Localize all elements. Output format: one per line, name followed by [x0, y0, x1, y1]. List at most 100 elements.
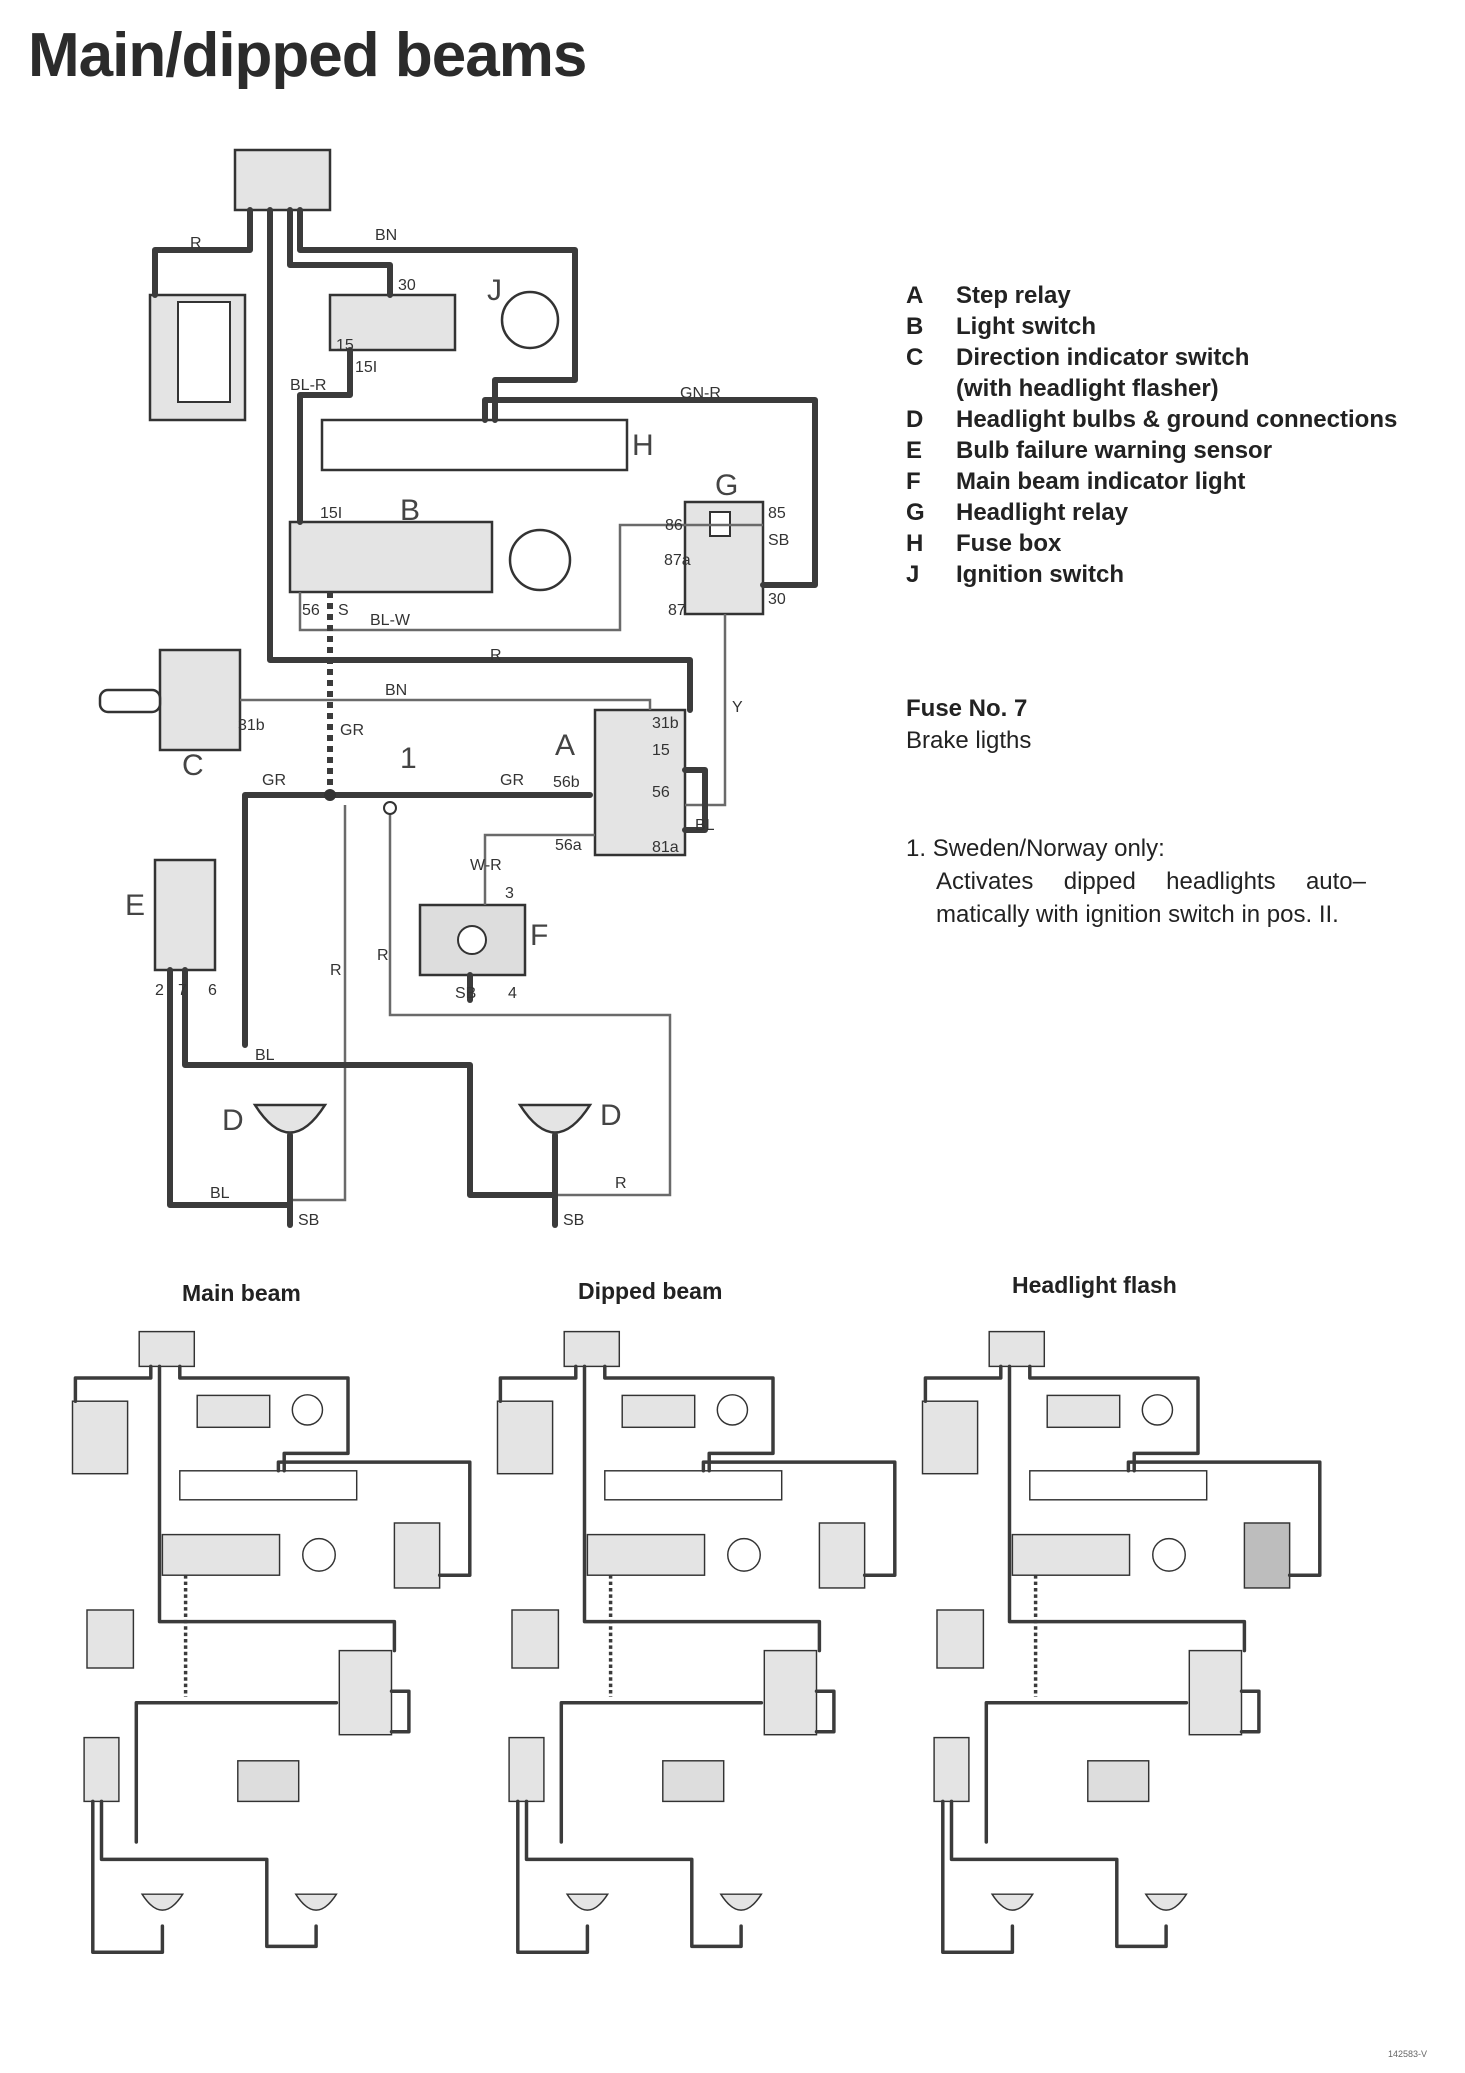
wire: [949, 1799, 1168, 1949]
terminal-label: 56b: [553, 774, 580, 791]
headlight-left: [990, 1893, 1035, 1911]
wire: [134, 1701, 339, 1844]
wire-label: SB: [298, 1212, 319, 1229]
battery: [496, 1400, 554, 1475]
light-switch-knob-icon: [727, 1537, 761, 1572]
step-relay: [1188, 1649, 1243, 1736]
subtitle-headlight-flash: Headlight flash: [1012, 1272, 1177, 1298]
headlight-relay: [393, 1522, 441, 1589]
terminal-label: S: [338, 602, 349, 619]
headlight-right: [719, 1893, 763, 1911]
legend-key: F: [906, 468, 921, 495]
wire: [1126, 1460, 1322, 1577]
wire-label: BL-W: [370, 612, 411, 629]
legend-text: Fuse box: [956, 530, 1062, 557]
light-switch-knob-icon: [302, 1537, 336, 1572]
fuse-note: Fuse No. 7 Brake ligths: [906, 693, 1031, 757]
dipped-beam-diagram: [496, 1330, 897, 1954]
wire-label: GR: [500, 772, 524, 789]
footnote-heading: Sweden/Norway only:: [932, 835, 1165, 862]
footnote-body: Activates dipped headlights auto– matica…: [936, 868, 1366, 928]
legend-key: C: [906, 344, 924, 371]
fuse-heading: Fuse No. 7: [906, 695, 1028, 722]
ignition-switch: [196, 1394, 271, 1429]
wire: [516, 1799, 590, 1954]
legend-text: Direction indicator switch: [956, 344, 1250, 371]
wire-label: Y: [732, 699, 743, 716]
terminal-label: 30: [398, 277, 416, 294]
wire: [73, 1364, 153, 1403]
component-letter: B: [400, 494, 420, 527]
terminal-label: 2: [155, 982, 164, 999]
terminal-label: 56: [652, 784, 670, 801]
wire-gr: [242, 792, 593, 1048]
indicator-bulb-icon: [457, 925, 487, 955]
main-beam-indicator: [662, 1760, 725, 1803]
light-switch: [161, 1533, 281, 1576]
ignition-lock-icon: [291, 1394, 324, 1426]
wire: [923, 1364, 1003, 1403]
fuse-box: [320, 418, 629, 472]
component-letter: D: [600, 1099, 622, 1132]
wire-r-right: [388, 805, 672, 1197]
subtitle-main-beam: Main beam: [182, 1280, 301, 1306]
wire-label: GN-R: [680, 385, 721, 402]
step-relay: [763, 1649, 818, 1736]
legend-key: H: [906, 530, 924, 557]
direction-indicator-switch: [86, 1609, 135, 1669]
wire-bl-w: [298, 523, 763, 632]
terminal-label: 3: [505, 885, 514, 902]
terminal-label: 15I: [320, 505, 342, 522]
legend-text: Headlight relay: [956, 499, 1129, 526]
wire: [99, 1799, 318, 1949]
legend-text: Bulb failure warning sensor: [956, 437, 1273, 464]
battery-cell: [177, 301, 231, 403]
terminal-label: 15I: [355, 359, 377, 376]
component-letter: D: [222, 1104, 244, 1137]
wire-bl-left: [167, 967, 293, 1208]
headlight-right: [517, 1103, 593, 1134]
ignition-switch: [1046, 1394, 1121, 1429]
junction-dot: [383, 801, 397, 815]
wire-label: GR: [340, 722, 364, 739]
wire: [941, 1799, 1015, 1954]
headlight-right: [294, 1893, 338, 1911]
bulb-failure-sensor: [83, 1736, 120, 1803]
component-letter: E: [125, 889, 145, 922]
wire-label: SB: [455, 985, 476, 1002]
terminal-label: 85: [768, 505, 786, 522]
ignition-lock-icon: [500, 290, 560, 350]
wire: [157, 1364, 397, 1653]
fuse-box: [179, 1470, 358, 1501]
ignition-switch: [621, 1394, 696, 1429]
wire: [524, 1799, 743, 1949]
component-letter: H: [632, 429, 654, 462]
wire-r-left: [288, 805, 347, 1202]
battery: [71, 1400, 129, 1475]
wire-label: BL-R: [290, 377, 326, 394]
wire-label: SB: [563, 1212, 584, 1229]
terminal-label: 30: [768, 591, 786, 608]
wire-label: R: [330, 962, 342, 979]
wire: [701, 1460, 897, 1577]
headlight-relay: [1243, 1522, 1291, 1589]
bulb-failure-sensor: [153, 858, 217, 972]
terminal-label: 86: [665, 517, 683, 534]
footnote-number: 1.: [906, 835, 927, 862]
legend-key: G: [906, 499, 925, 526]
terminal-label: 15: [652, 742, 670, 759]
wire: [1239, 1689, 1261, 1734]
component-letter: A: [555, 729, 575, 762]
legend-item: (with headlight flasher): [906, 373, 1397, 404]
wire: [559, 1701, 764, 1844]
wire-bn-indicator: [240, 698, 652, 710]
main-beam-indicator: [237, 1760, 300, 1803]
wire-red-main: [267, 207, 693, 713]
terminal-label: 56a: [555, 837, 582, 854]
wire-label: R: [377, 947, 389, 964]
legend-text: Step relay: [956, 282, 1071, 309]
operating-state-diagrams: [71, 1330, 1322, 1954]
legend-text: Headlight bulbs & ground connections: [956, 406, 1398, 433]
terminal-label: 56: [302, 602, 320, 619]
